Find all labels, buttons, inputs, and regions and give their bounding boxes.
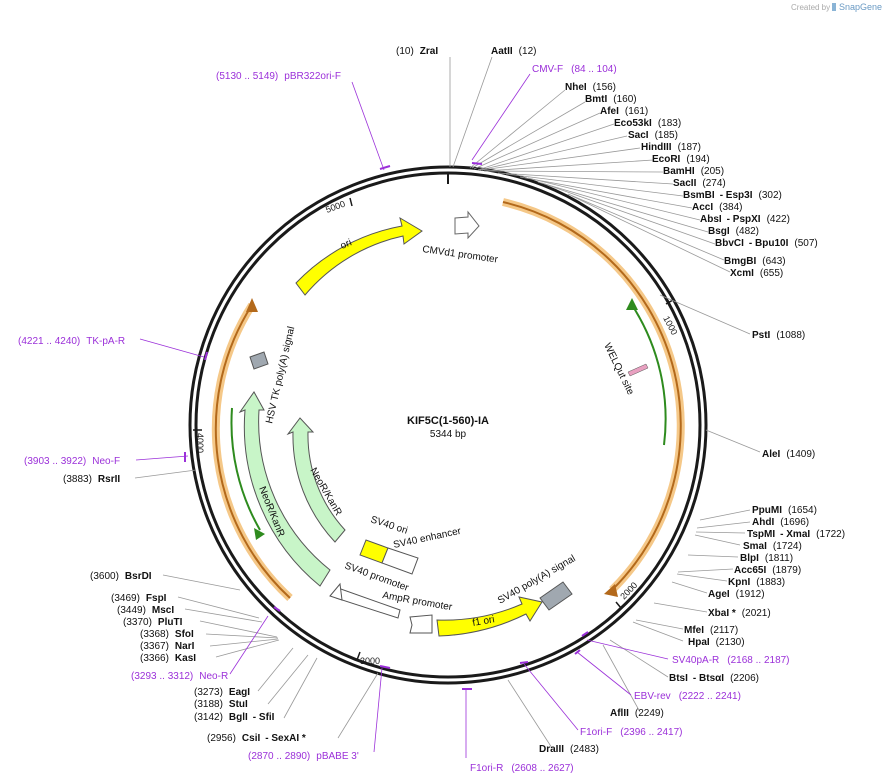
left-arrow bbox=[214, 304, 291, 599]
enzyme-acci: AccI(384) bbox=[692, 202, 742, 213]
enzyme-mfei: MfeI(2117) bbox=[684, 625, 738, 636]
enzyme-alei: AleI(1409) bbox=[762, 449, 815, 460]
primer-neo-f: (3903 .. 3922)Neo-F bbox=[24, 456, 120, 467]
left-green-arc bbox=[230, 407, 261, 531]
enzyme-bsrdi: (3600)BsrDI bbox=[90, 571, 152, 582]
enzyme-fspi: (3469)FspI bbox=[111, 593, 167, 604]
enzyme-hindiii: HindIII(187) bbox=[641, 142, 701, 153]
enzyme-bamhi: BamHI(205) bbox=[663, 166, 724, 177]
enzyme-csii: (2956)CsiI- SexAI * bbox=[207, 733, 306, 744]
f1-ori-arrow bbox=[436, 596, 543, 637]
left-green-arrowhead bbox=[254, 528, 265, 540]
primer-ebv-rev: EBV-rev(2222 .. 2241) bbox=[634, 691, 741, 702]
enzyme-agei: AgeI(1912) bbox=[708, 589, 765, 600]
primer-neo-r: (3293 .. 3312)Neo-R bbox=[131, 671, 228, 682]
primer-pbabe3: (2870 .. 2890)pBABE 3' bbox=[248, 751, 359, 762]
sv40-pa-block bbox=[539, 581, 573, 611]
primer-connectors bbox=[135, 73, 669, 758]
enzyme-connectors bbox=[134, 56, 761, 749]
primer-f1ori-f: F1ori-F(2396 .. 2417) bbox=[580, 727, 683, 738]
svg-text:3000: 3000 bbox=[360, 656, 380, 666]
primer-tk-pa-r: (4221 .. 4240)TK-pA-R bbox=[18, 336, 125, 347]
svg-text:4000: 4000 bbox=[195, 433, 205, 453]
enzyme-xbai: XbaI *(2021) bbox=[708, 608, 771, 619]
enzyme-nari: (3367)NarI bbox=[140, 641, 195, 652]
welqut-arrowhead bbox=[626, 298, 638, 310]
sv40-enhancer-block bbox=[381, 547, 419, 575]
enzyme-bsmbi: BsmBI- Esp3I(302) bbox=[683, 190, 782, 201]
enzyme-eagi: (3273)EagI bbox=[194, 687, 250, 698]
plasmid-size: 5344 bp bbox=[430, 429, 467, 440]
neo-outer-arrow bbox=[238, 391, 331, 587]
sv40-promoter-arrowhead bbox=[329, 582, 343, 601]
enzyme-bmgbi: BmgBI(643) bbox=[724, 256, 786, 267]
enzyme-bbvci: BbvCI- Bpu10I(507) bbox=[715, 238, 818, 249]
enzyme-stui: (3188)StuI bbox=[194, 699, 248, 710]
enzyme-eco53ki: Eco53kI(183) bbox=[614, 118, 681, 129]
svg-text:5000: 5000 bbox=[324, 199, 346, 215]
primer-pbr322ori-f: (5130 .. 5149)pBR322ori-F bbox=[216, 71, 341, 82]
hsv-tk-block bbox=[249, 351, 269, 370]
welqut-label: WELQut site bbox=[601, 341, 636, 397]
ampr-promoter-arrow bbox=[409, 614, 433, 634]
enzyme-blpi: BlpI(1811) bbox=[740, 553, 793, 564]
enzyme-tspmi: TspMI- XmaI(1722) bbox=[747, 529, 845, 540]
enzyme-sacii: SacII(274) bbox=[673, 178, 726, 189]
snapgene-brand: SnapGene bbox=[839, 2, 882, 12]
cds-arrow-right bbox=[502, 201, 682, 591]
enzyme-bmti: BmtI(160) bbox=[585, 94, 637, 105]
neo-inner-arrow bbox=[286, 417, 346, 543]
welqut-arc bbox=[631, 304, 667, 446]
cmv-promoter-arrow bbox=[454, 210, 480, 240]
enzyme-btsi: BtsI- BtsαI(2206) bbox=[669, 673, 759, 684]
primer-f1ori-r: F1ori-R(2608 .. 2627) bbox=[470, 763, 574, 774]
plasmid-name: KIF5C(1-560)-IA bbox=[407, 415, 489, 427]
enzyme-msci: (3449)MscI bbox=[117, 605, 174, 616]
enzyme-bsgi: BsgI(482) bbox=[708, 226, 759, 237]
enzyme-acc65i: Acc65I(1879) bbox=[734, 565, 801, 576]
tick-4000: 4000 bbox=[193, 429, 205, 453]
enzyme-kpni: KpnI(1883) bbox=[728, 577, 785, 588]
enzyme-ecori: EcoRI(194) bbox=[652, 154, 710, 165]
enzyme-kasi: (3366)KasI bbox=[140, 653, 196, 664]
enzyme-zrai: (10)ZraI bbox=[396, 46, 438, 57]
ori-arrow bbox=[295, 216, 423, 296]
cmv-promoter-label: CMVd1 promoter bbox=[422, 244, 500, 266]
f1-ori-label: f1 ori bbox=[472, 614, 496, 629]
enzyme-absi: AbsI- PspXI(422) bbox=[700, 214, 790, 225]
enzyme-xcmi: XcmI(655) bbox=[730, 268, 783, 279]
enzyme-ppumi: PpuMI(1654) bbox=[752, 505, 817, 516]
cds-arrowhead-right bbox=[604, 584, 618, 597]
sv40-ori-label: SV40 ori bbox=[369, 514, 409, 536]
credit-label: Created by bbox=[791, 3, 830, 12]
primer-sv40pa-r: SV40pA-R(2168 .. 2187) bbox=[672, 655, 790, 666]
backbone-outer bbox=[188, 165, 708, 685]
enzyme-draiii: DraIII(2483) bbox=[539, 744, 599, 755]
enzyme-aflii: AflII(2249) bbox=[610, 708, 664, 719]
enzyme-ahdi: AhdI(1696) bbox=[752, 517, 809, 528]
enzyme-smai: SmaI(1724) bbox=[743, 541, 802, 552]
enzyme-sfoi: (3368)SfoI bbox=[140, 629, 194, 640]
enzyme-hpai: HpaI(2130) bbox=[688, 637, 745, 648]
primer-cmv-f: CMV-F(84 .. 104) bbox=[532, 64, 617, 75]
enzyme-pluti: (3370)PluTI bbox=[123, 617, 183, 628]
hsv-tk-label: HSV TK poly(A) signal bbox=[264, 325, 297, 424]
enzyme-rsrii: (3883)RsrII bbox=[63, 474, 120, 485]
enzyme-psti: PstI(1088) bbox=[752, 330, 805, 341]
enzyme-bgli: (3142)BglI- SfiI bbox=[194, 712, 275, 723]
primer-marks bbox=[184, 162, 589, 690]
enzyme-aatii: AatII(12) bbox=[491, 46, 536, 57]
enzyme-nhei: NheI(156) bbox=[565, 82, 616, 93]
enzyme-afei: AfeI(161) bbox=[600, 106, 648, 117]
enzyme-labels: (10)ZraI AatII(12) NheI(156) BmtI(160) A… bbox=[63, 46, 845, 755]
welqut-marker bbox=[627, 363, 649, 377]
tick-5000: 5000 bbox=[324, 197, 353, 215]
tick-3000: 3000 bbox=[356, 651, 380, 666]
ori-label: ori bbox=[339, 237, 354, 252]
enzyme-saci: SacI(185) bbox=[628, 130, 678, 141]
left-arrowhead bbox=[246, 298, 258, 312]
primer-labels: (5130 .. 5149)pBR322ori-F CMV-F(84 .. 10… bbox=[18, 64, 790, 774]
snapgene-logo: SnapGene bbox=[832, 2, 882, 12]
